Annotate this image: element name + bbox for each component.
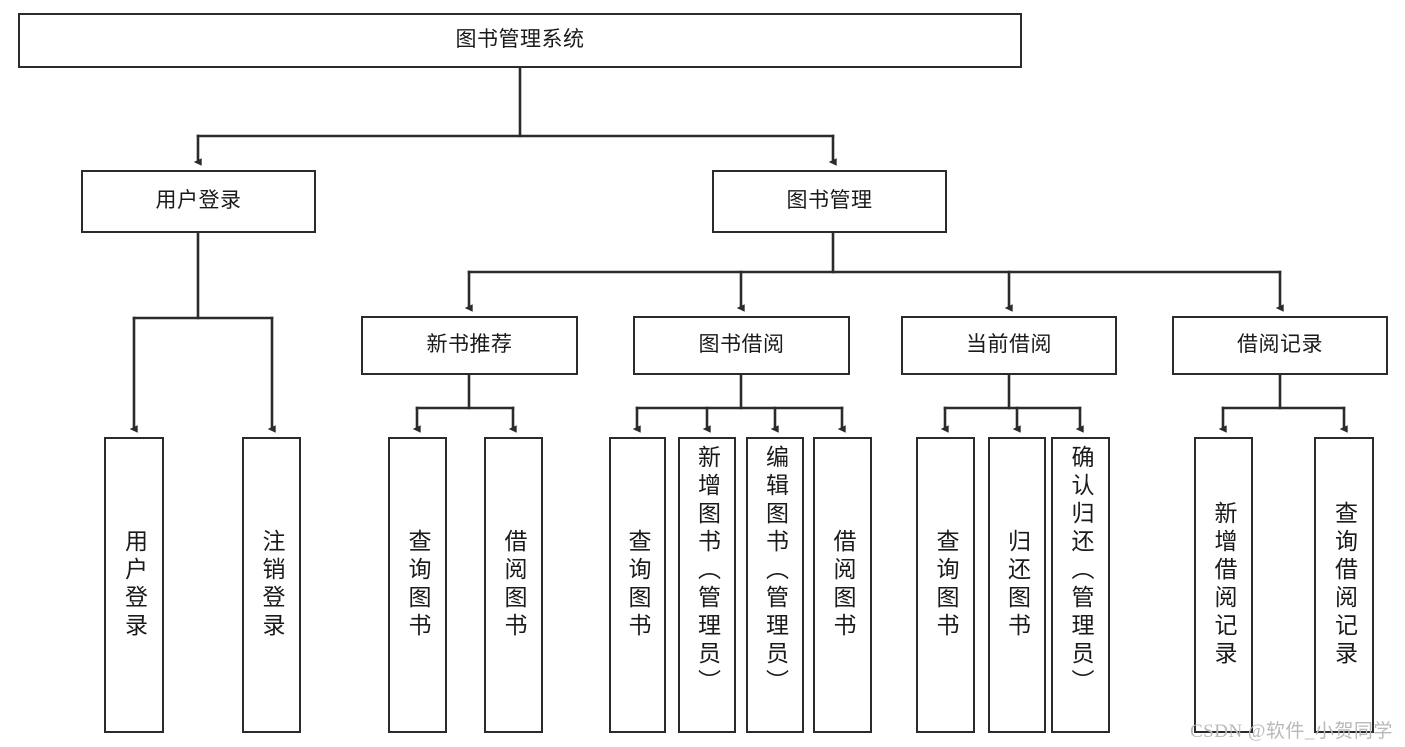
node-user-login[interactable]: 用户登录 (81, 170, 316, 233)
node-borrow-records-label: 借阅记录 (1237, 333, 1323, 357)
leaf-add-book-admin-label: 新增图书（管理员） (694, 445, 721, 697)
leaf-query-borrow-record[interactable]: 查询借阅记录 (1314, 437, 1374, 733)
leaf-logout-label: 注销登录 (259, 529, 285, 641)
leaf-return-books-label: 归还图书 (1004, 529, 1031, 641)
leaf-query-books-borrow[interactable]: 查询图书 (609, 437, 666, 733)
leaf-confirm-return-admin-label: 确认归还（管理员） (1068, 445, 1094, 697)
leaf-borrow-books-label: 借阅图书 (830, 529, 856, 641)
watermark: CSDN @软件_小贺同学 (1190, 721, 1393, 742)
node-new-book-recommend-label: 新书推荐 (426, 333, 513, 357)
leaf-user-login-label: 用户登录 (121, 529, 148, 641)
leaf-borrow-books-new[interactable]: 借阅图书 (484, 437, 543, 733)
leaf-logout[interactable]: 注销登录 (242, 437, 301, 733)
leaf-confirm-return-admin[interactable]: 确认归还（管理员） (1051, 437, 1110, 733)
leaf-query-books-current[interactable]: 查询图书 (916, 437, 975, 733)
leaf-query-books-borrow-label: 查询图书 (625, 529, 651, 641)
leaf-add-borrow-record[interactable]: 新增借阅记录 (1194, 437, 1253, 733)
node-book-borrow[interactable]: 图书借阅 (633, 316, 850, 375)
leaf-user-login[interactable]: 用户登录 (104, 437, 164, 733)
node-root[interactable]: 图书管理系统 (18, 13, 1022, 68)
node-current-borrow-label: 当前借阅 (966, 333, 1052, 357)
node-book-borrow-label: 图书借阅 (698, 333, 785, 357)
leaf-add-borrow-record-label: 新增借阅记录 (1211, 501, 1237, 669)
node-book-management[interactable]: 图书管理 (712, 170, 947, 233)
leaf-borrow-books[interactable]: 借阅图书 (813, 437, 872, 733)
node-new-book-recommend[interactable]: 新书推荐 (361, 316, 578, 375)
leaf-query-books-new[interactable]: 查询图书 (388, 437, 447, 733)
leaf-add-book-admin[interactable]: 新增图书（管理员） (678, 437, 736, 733)
node-user-login-label: 用户登录 (155, 189, 242, 213)
leaf-return-books[interactable]: 归还图书 (988, 437, 1046, 733)
node-current-borrow[interactable]: 当前借阅 (901, 316, 1117, 375)
leaf-edit-book-admin[interactable]: 编辑图书（管理员） (746, 437, 804, 733)
node-root-label: 图书管理系统 (455, 28, 585, 52)
node-borrow-records[interactable]: 借阅记录 (1172, 316, 1388, 375)
leaf-borrow-books-new-label: 借阅图书 (501, 529, 527, 641)
leaf-query-books-new-label: 查询图书 (405, 529, 431, 641)
leaf-query-borrow-record-label: 查询借阅记录 (1331, 501, 1358, 669)
leaf-query-books-current-label: 查询图书 (933, 529, 959, 641)
node-book-management-label: 图书管理 (786, 189, 873, 213)
leaf-edit-book-admin-label: 编辑图书（管理员） (762, 445, 789, 697)
